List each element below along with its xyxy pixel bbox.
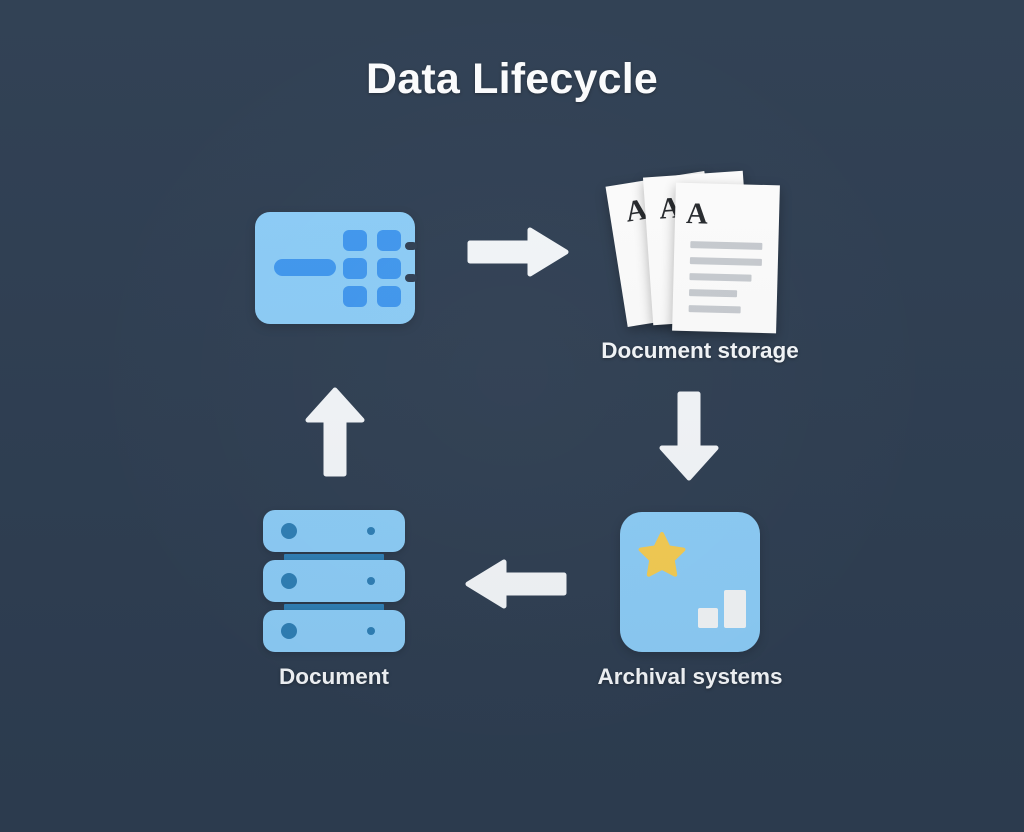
node-label-document: Document [278,664,390,689]
server-indicator-small [367,627,375,635]
server-rail [284,554,384,564]
card-notch-icon [405,274,417,282]
arrow-up-icon [304,387,366,477]
server-slab [263,610,405,652]
node-dataset[interactable] [255,212,417,324]
card-grid-cell [377,258,401,279]
document-text-line [689,257,762,266]
server-rail [284,604,384,614]
server-indicator-large [281,623,297,639]
card-grid-cell [343,230,367,251]
card-grid-cell [343,286,367,307]
node-label-archival-systems: Archival systems [597,664,783,689]
server-indicator-large [281,523,297,539]
data-grid-card-icon [255,212,417,324]
node-document-storage[interactable]: A A A Document storage [601,170,799,363]
star-icon [638,532,686,583]
server-slab [263,560,405,602]
document-text-line [688,305,741,314]
document-page-front: A [672,182,780,334]
server-stack-icon [263,510,405,652]
archive-bar-tall [724,590,746,628]
document-text-line [688,289,738,298]
arrow-down-icon [658,391,720,481]
card-grid-cell [377,230,401,251]
node-label-document-storage: Document storage [601,338,799,363]
card-grid-icon [343,230,401,307]
node-archival-systems[interactable]: Archival systems [597,512,783,689]
node-document[interactable]: Document [263,510,405,689]
archive-box-icon [620,512,760,652]
document-text-line [689,273,752,282]
server-slab [263,510,405,552]
card-grid-cell [343,258,367,279]
arrow-right-icon [467,227,569,277]
arrow-left-icon [465,559,567,609]
card-grid-cell [377,286,401,307]
card-dash-icon [274,259,336,276]
archive-bar-short [698,608,718,628]
page-title: Data Lifecycle [365,55,658,103]
server-indicator-large [281,573,297,589]
page-glyph-a: A [685,196,709,231]
server-indicator-small [367,527,375,535]
document-text-line [690,241,763,250]
server-indicator-small [367,577,375,585]
card-notch-icon [405,242,417,250]
